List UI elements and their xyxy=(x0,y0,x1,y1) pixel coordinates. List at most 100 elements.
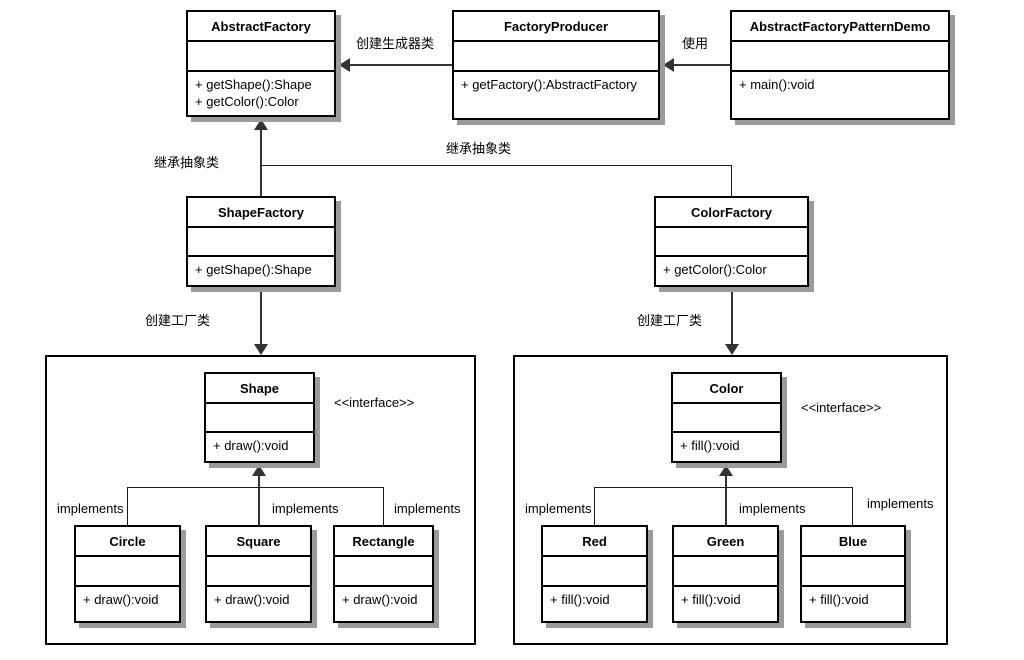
edge-label-implements-shape-3: implements xyxy=(392,501,463,516)
operation-row: + fill():void xyxy=(550,592,610,607)
class-operations-blue: + fill():void xyxy=(802,587,904,612)
edge-label-implements-color-1: implements xyxy=(523,501,594,516)
arrowhead-create-shape-group xyxy=(254,344,268,355)
edge-label-inherit-abstract-left: 继承抽象类 xyxy=(152,152,222,171)
class-name-factory-producer: FactoryProducer xyxy=(454,12,658,42)
class-attributes-red xyxy=(543,557,646,587)
class-box-abstract-factory[interactable]: AbstractFactory + getShape():Shape + get… xyxy=(186,10,336,117)
class-box-green[interactable]: Green + fill():void xyxy=(672,525,779,623)
class-attributes-green xyxy=(674,557,777,587)
arrowhead-implements-color xyxy=(719,465,733,476)
edge-label-implements-shape-1: implements xyxy=(55,501,126,516)
class-box-square[interactable]: Square + draw():void xyxy=(205,525,312,623)
class-name-green: Green xyxy=(674,527,777,557)
class-attributes-square xyxy=(207,557,310,587)
edge-label-implements-color-3: implements xyxy=(865,496,936,511)
class-attributes-abstract-factory xyxy=(188,42,334,72)
edge-generalization-branch-drop-color-factory xyxy=(731,165,732,196)
class-box-circle[interactable]: Circle + draw():void xyxy=(74,525,181,623)
arrowhead-to-factory-producer xyxy=(663,58,674,72)
class-name-red: Red xyxy=(543,527,646,557)
class-operations-circle: + draw():void xyxy=(76,587,179,612)
class-box-color-factory[interactable]: ColorFactory + getColor():Color xyxy=(654,196,809,287)
class-box-color[interactable]: Color + fill():void xyxy=(671,372,782,463)
edge-label-implements-shape-2: implements xyxy=(270,501,341,516)
edge-generalization-trunk xyxy=(260,129,262,196)
edge-generalization-branch xyxy=(260,165,732,166)
class-box-rectangle[interactable]: Rectangle + draw():void xyxy=(333,525,434,623)
class-operations-factory-producer: + getFactory():AbstractFactory xyxy=(454,72,658,97)
edge-implements-shape-drop-circle xyxy=(127,487,128,525)
operation-row: + getColor():Color xyxy=(663,262,767,277)
operation-row: + getShape():Shape xyxy=(195,77,312,92)
class-name-color: Color xyxy=(673,374,780,404)
operation-row: + draw():void xyxy=(83,592,159,607)
class-name-color-factory: ColorFactory xyxy=(656,198,807,228)
class-operations-shape: + draw():void xyxy=(206,433,313,458)
operation-row: + draw():void xyxy=(214,592,290,607)
class-operations-square: + draw():void xyxy=(207,587,310,612)
operation-row: + getShape():Shape xyxy=(195,262,312,277)
class-operations-color-factory: + getColor():Color xyxy=(656,257,807,282)
edge-factory-producer-to-abstract-factory xyxy=(350,64,452,66)
edge-implements-color-drop-red xyxy=(594,487,595,525)
operation-row: + draw():void xyxy=(342,592,418,607)
class-attributes-circle xyxy=(76,557,179,587)
edge-label-create-factory-right: 创建工厂类 xyxy=(635,310,705,329)
class-box-blue[interactable]: Blue + fill():void xyxy=(800,525,906,623)
class-operations-abstract-factory: + getShape():Shape + getColor():Color xyxy=(188,72,334,114)
class-operations-green: + fill():void xyxy=(674,587,777,612)
class-attributes-shape xyxy=(206,404,313,433)
operation-row: + getFactory():AbstractFactory xyxy=(461,77,637,92)
edge-implements-shape-bus xyxy=(127,487,384,488)
edge-label-create-producer: 创建生成器类 xyxy=(354,33,437,52)
edge-label-implements-color-2: implements xyxy=(737,501,808,516)
arrowhead-generalization-abstract-factory xyxy=(254,119,268,130)
arrowhead-to-abstract-factory xyxy=(339,58,350,72)
class-operations-red: + fill():void xyxy=(543,587,646,612)
class-attributes-rectangle xyxy=(335,557,432,587)
class-box-red[interactable]: Red + fill():void xyxy=(541,525,648,623)
arrowhead-create-color-group xyxy=(725,344,739,355)
class-attributes-color-factory xyxy=(656,228,807,257)
stereotype-label-color: <<interface>> xyxy=(801,400,882,415)
class-name-square: Square xyxy=(207,527,310,557)
edge-shape-factory-to-shape-group xyxy=(260,289,262,345)
class-operations-rectangle: + draw():void xyxy=(335,587,432,612)
class-name-rectangle: Rectangle xyxy=(335,527,432,557)
class-attributes-blue xyxy=(802,557,904,587)
arrowhead-implements-shape xyxy=(252,465,266,476)
class-operations-abstract-factory-pattern-demo: + main():void xyxy=(732,72,948,97)
edge-implements-color-drop-blue xyxy=(852,487,853,525)
class-attributes-shape-factory xyxy=(188,228,334,257)
edge-implements-color-trunk xyxy=(725,475,727,525)
edge-demo-to-factory-producer xyxy=(674,64,730,66)
class-box-factory-producer[interactable]: FactoryProducer + getFactory():AbstractF… xyxy=(452,10,660,120)
edge-label-create-factory-left: 创建工厂类 xyxy=(143,310,213,329)
class-name-blue: Blue xyxy=(802,527,904,557)
class-attributes-abstract-factory-pattern-demo xyxy=(732,42,948,72)
edge-implements-shape-trunk xyxy=(258,475,260,525)
class-box-shape-factory[interactable]: ShapeFactory + getShape():Shape xyxy=(186,196,336,287)
operation-row: + draw():void xyxy=(213,438,289,453)
class-name-circle: Circle xyxy=(76,527,179,557)
edge-implements-shape-drop-rectangle xyxy=(383,487,384,525)
edge-label-uses: 使用 xyxy=(680,33,711,52)
class-box-shape[interactable]: Shape + draw():void xyxy=(204,372,315,463)
class-attributes-factory-producer xyxy=(454,42,658,72)
class-name-shape: Shape xyxy=(206,374,313,404)
edge-label-inherit-abstract-right: 继承抽象类 xyxy=(444,138,514,157)
operation-row: + main():void xyxy=(739,77,815,92)
class-operations-color: + fill():void xyxy=(673,433,780,458)
operation-row: + fill():void xyxy=(680,438,740,453)
class-name-abstract-factory: AbstractFactory xyxy=(188,12,334,42)
class-name-abstract-factory-pattern-demo: AbstractFactoryPatternDemo xyxy=(732,12,948,42)
class-box-abstract-factory-pattern-demo[interactable]: AbstractFactoryPatternDemo + main():void xyxy=(730,10,950,120)
edge-color-factory-to-color-group xyxy=(731,289,733,345)
operation-row: + getColor():Color xyxy=(195,94,299,109)
class-attributes-color xyxy=(673,404,780,433)
stereotype-label-shape: <<interface>> xyxy=(334,395,415,410)
class-operations-shape-factory: + getShape():Shape xyxy=(188,257,334,282)
operation-row: + fill():void xyxy=(809,592,869,607)
operation-row: + fill():void xyxy=(681,592,741,607)
